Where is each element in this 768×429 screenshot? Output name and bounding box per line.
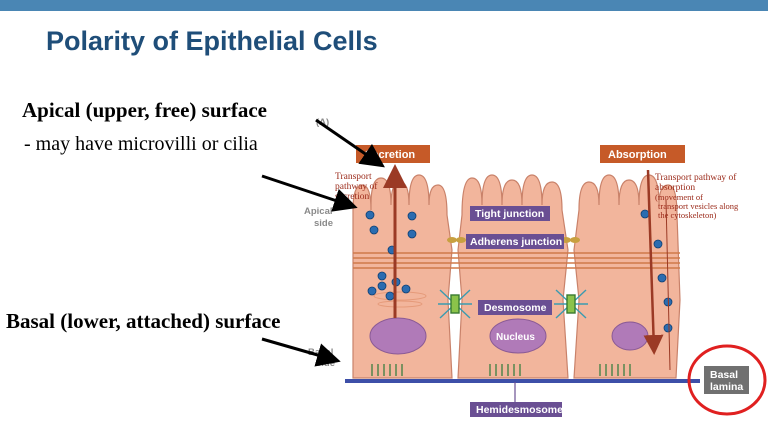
tight-junction-text: Tight junction xyxy=(475,208,544,220)
transport-absorption-detail-2: transport vesicles along xyxy=(658,201,739,211)
basal-lamina-line-2: lamina xyxy=(710,381,743,393)
basal-lamina-highlight-circle xyxy=(687,344,767,416)
slide-title: Polarity of Epithelial Cells xyxy=(46,26,378,56)
hemidesmosome-markers xyxy=(371,364,631,376)
desmosome-label: Desmosome xyxy=(478,300,552,315)
desmosome-text: Desmosome xyxy=(484,302,547,314)
cytoplasm-lines xyxy=(373,291,427,308)
tight-junction-markers xyxy=(447,237,580,243)
tight-junction-label: Tight junction xyxy=(470,206,550,221)
basal-lamina-label: Basal lamina xyxy=(704,366,749,394)
transport-absorption-line-1: Transport pathway of xyxy=(655,172,737,183)
adherens-bands xyxy=(353,252,680,269)
basal-surface-heading: Basal (lower, attached) surface xyxy=(6,309,281,333)
top-accent-bar xyxy=(0,0,768,11)
transport-secretion-line-1: Transport xyxy=(335,172,372,182)
adherens-junction-text: Adherens junction xyxy=(470,236,562,248)
nuclei xyxy=(369,317,649,355)
vesicles xyxy=(365,209,673,345)
desmosome-markers xyxy=(438,289,588,319)
apical-pointer-arrow-1 xyxy=(315,118,385,168)
absorption-text: Absorption xyxy=(608,149,667,161)
basal-pointer-arrow xyxy=(261,337,341,367)
transport-absorption-detail-1: (movement of xyxy=(655,192,703,202)
adherens-junction-label: Adherens junction xyxy=(466,234,564,249)
absorption-transport-arrow xyxy=(643,169,664,355)
nucleus-text: Nucleus xyxy=(496,332,535,343)
apical-side-line-2: side xyxy=(314,218,333,229)
panel-label: (A) xyxy=(316,117,329,128)
absorption-label: Absorption xyxy=(600,145,685,163)
apical-surface-heading: Apical (upper, free) surface xyxy=(22,98,267,122)
basal-lamina-line-1: Basal xyxy=(710,369,738,381)
transport-absorption-line-2: absorption xyxy=(655,183,695,193)
transport-secretion-line-2: pathway of xyxy=(335,181,378,192)
cytoskeleton-line xyxy=(665,199,671,371)
hemidesmosome-text: Hemidesmosome xyxy=(476,404,563,416)
apical-surface-note: - may have microvilli or cilia xyxy=(24,133,258,155)
hemidesmosome-label: Hemidesmosome xyxy=(470,402,563,417)
transport-absorption-detail-3: the cytoskeleton) xyxy=(658,210,716,220)
apical-pointer-arrow-2 xyxy=(261,174,358,212)
apical-side-line-1: Apical xyxy=(304,206,333,217)
